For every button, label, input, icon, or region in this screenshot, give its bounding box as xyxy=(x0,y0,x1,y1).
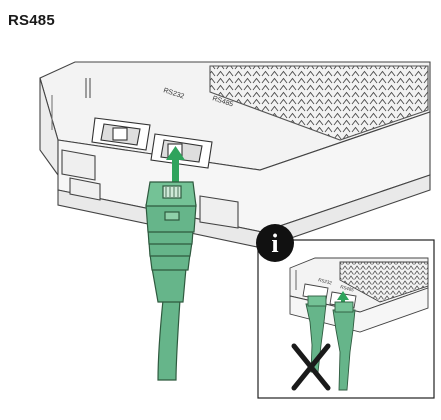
inset-cable-correct xyxy=(332,309,356,391)
rj45-cable xyxy=(145,181,197,381)
device-housing xyxy=(39,61,431,249)
info-inset: RS232 RS485 xyxy=(257,239,435,399)
inset-port-label-rs485: RS485 xyxy=(340,284,355,293)
info-icon: i xyxy=(256,224,294,262)
page-title: RS485 xyxy=(8,12,55,29)
info-icon-glyph: i xyxy=(271,229,278,258)
insert-arrow-icon xyxy=(166,146,185,184)
vent-grille xyxy=(209,65,429,141)
inset-port-label-rs232: RS232 xyxy=(318,277,333,286)
rs232-port xyxy=(91,117,151,151)
cross-icon xyxy=(291,343,331,391)
rs485-port xyxy=(150,133,213,169)
